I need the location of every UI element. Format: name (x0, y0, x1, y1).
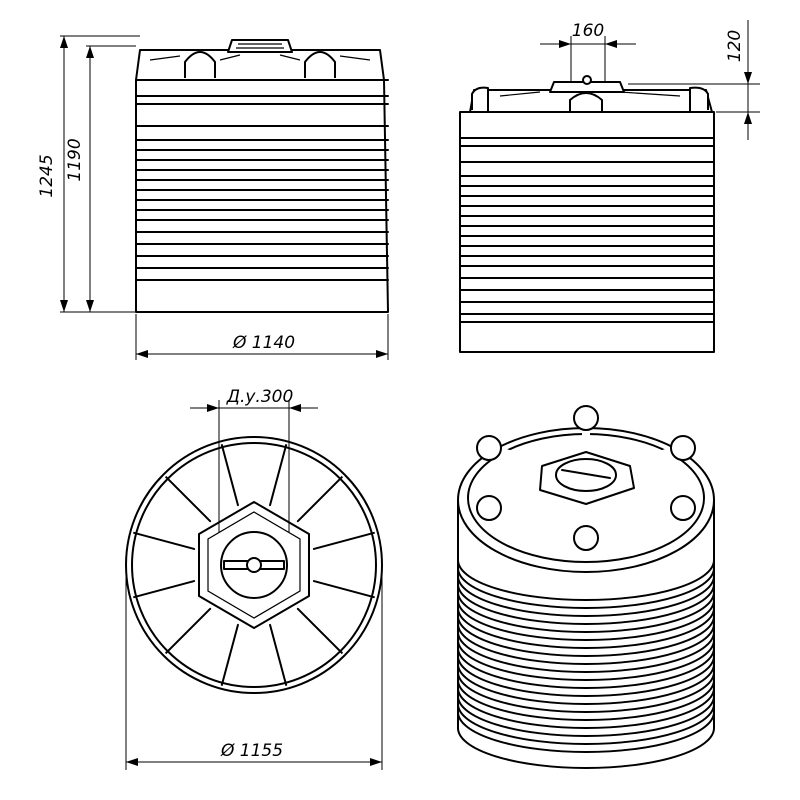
iso-rib-arc (457, 615, 715, 657)
top-rib-line (269, 623, 289, 690)
side-corrugation (459, 137, 715, 323)
top-rib-line (129, 530, 196, 550)
top-rib-line (219, 440, 239, 507)
front-lid (227, 39, 293, 53)
iso-rib-arc (457, 703, 715, 745)
top-view (125, 436, 383, 694)
iso-rib-arc (457, 607, 715, 649)
iso-rib-arc (457, 559, 715, 601)
iso-rib-arc (457, 623, 715, 665)
iso-rib-arc (457, 687, 715, 729)
iso-rib-end (669, 435, 696, 461)
iso-rib-arc (457, 575, 715, 617)
isometric-view (457, 405, 715, 769)
iso-rib-arc (457, 711, 715, 753)
iso-rib-end (573, 405, 599, 431)
top-rib-line (161, 472, 212, 523)
iso-rib-arc (457, 663, 715, 705)
iso-ribs (476, 405, 696, 551)
front-body (135, 79, 389, 313)
top-inner-rim (131, 442, 377, 688)
side-rib-center (569, 92, 603, 112)
iso-rib-arc (457, 599, 715, 641)
body-diameter-label: Ø 1140 (232, 333, 295, 353)
top-ribs (129, 440, 379, 690)
top-hatch-hex-inner (207, 511, 301, 619)
front-dimensions: 1245 1190 Ø 1140 (37, 35, 389, 360)
total-height-label: 1245 (37, 154, 57, 197)
top-rib-line (312, 580, 379, 600)
top-rib-line (296, 607, 347, 658)
iso-rib-arc (457, 647, 715, 689)
side-rib-right (689, 86, 709, 112)
iso-lid-ring (555, 458, 617, 492)
hatch-nominal-label: Д.у.300 (226, 387, 294, 407)
side-rib-left (471, 86, 489, 112)
top-rib-line (129, 580, 196, 600)
iso-rib-arc (457, 671, 715, 713)
top-lid-center (246, 557, 262, 573)
side-body (459, 111, 715, 353)
front-rib-left (184, 51, 216, 78)
top-rib-line (296, 472, 347, 523)
hatch-height-label: 120 (725, 30, 745, 62)
iso-rib-end (476, 495, 503, 521)
iso-rib-arc (457, 591, 715, 633)
iso-lid-handle (561, 469, 611, 479)
top-rib-line (269, 440, 289, 507)
side-lid-knob (582, 75, 592, 85)
front-dome-lines (149, 54, 371, 61)
side-lid (549, 81, 625, 93)
side-dimensions: 160 120 (540, 20, 760, 140)
top-rib-line (312, 530, 379, 550)
iso-body (457, 500, 715, 769)
iso-rib-arc (457, 639, 715, 681)
front-view (135, 39, 389, 313)
side-view (459, 75, 715, 353)
front-rib-right (304, 51, 336, 78)
iso-rib-end (476, 435, 503, 461)
front-lid-lines (236, 43, 284, 49)
iso-rib-end (573, 525, 599, 551)
hatch-width-label: 160 (572, 21, 604, 41)
front-corrugation (135, 95, 389, 281)
top-rib-line (219, 623, 239, 690)
top-dimensions: Д.у.300 Ø 1155 (125, 387, 383, 770)
top-rib-line (161, 607, 212, 658)
iso-rib-arc (457, 631, 715, 673)
front-dome (135, 49, 385, 81)
side-dome-lines (499, 91, 681, 97)
iso-rib-arc (457, 695, 715, 737)
iso-rib-arc (457, 679, 715, 721)
top-lid-ring (220, 531, 288, 599)
base-diameter-label: Ø 1155 (220, 741, 283, 761)
iso-rib-arc (457, 583, 715, 625)
iso-rib-arc (457, 567, 715, 609)
iso-rib-arc (457, 655, 715, 697)
top-outer-rim (125, 436, 383, 694)
iso-corrugation (457, 559, 715, 753)
iso-rib-end (669, 495, 696, 521)
body-height-label: 1190 (65, 138, 85, 181)
